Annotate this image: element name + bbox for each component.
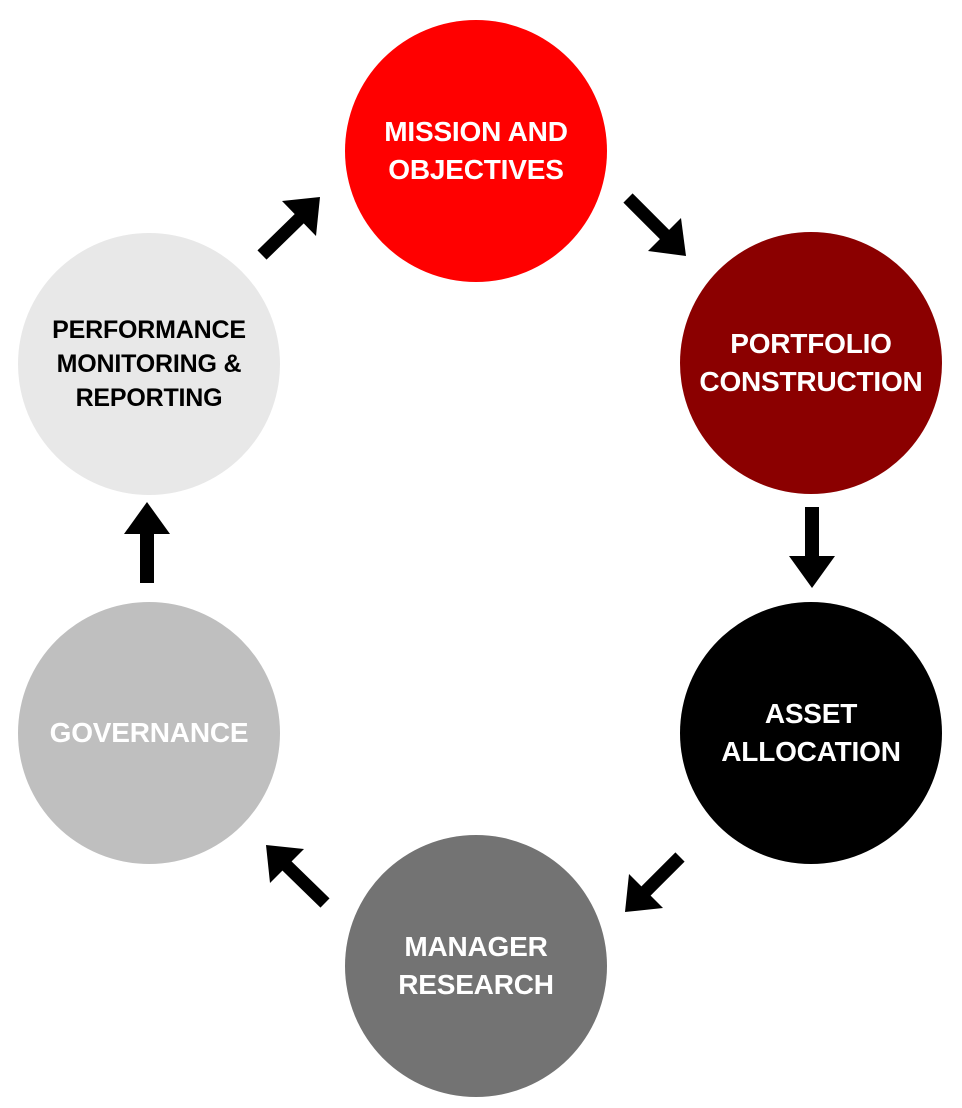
node-label-line: RESEARCH — [398, 969, 554, 1000]
node-label-line: REPORTING — [75, 384, 223, 412]
node-manager-research: MANAGER RESEARCH — [345, 835, 607, 1097]
node-label-line: MISSION AND — [384, 116, 568, 147]
node-performance-monitoring-reporting: PERFORMANCE MONITORING & REPORTING — [18, 233, 280, 495]
node-label-line: PERFORMANCE — [52, 316, 246, 344]
node-asset-allocation: ASSET ALLOCATION — [680, 602, 942, 864]
node-governance: GOVERNANCE — [18, 602, 280, 864]
arrow-asset-to-manager — [625, 852, 685, 912]
node-label-line: CONSTRUCTION — [699, 366, 923, 397]
node-label-line: MANAGER — [404, 931, 548, 962]
arrow-portfolio-to-asset — [789, 507, 835, 588]
node-label-line: ALLOCATION — [721, 736, 901, 767]
arrow-manager-to-governance — [266, 845, 330, 908]
node-label-line: OBJECTIVES — [388, 154, 564, 185]
node-label-line: GOVERNANCE — [49, 717, 249, 748]
node-label-line: ASSET — [764, 698, 858, 729]
node-portfolio-construction: PORTFOLIO CONSTRUCTION — [680, 232, 942, 494]
node-label-line: PORTFOLIO — [730, 328, 892, 359]
node-label-line: MONITORING & — [56, 350, 242, 378]
arrow-mission-to-portfolio — [623, 193, 686, 256]
arrow-governance-to-performance — [124, 502, 170, 583]
arrow-performance-to-mission — [257, 197, 320, 260]
node-mission-and-objectives: MISSION AND OBJECTIVES — [345, 20, 607, 282]
